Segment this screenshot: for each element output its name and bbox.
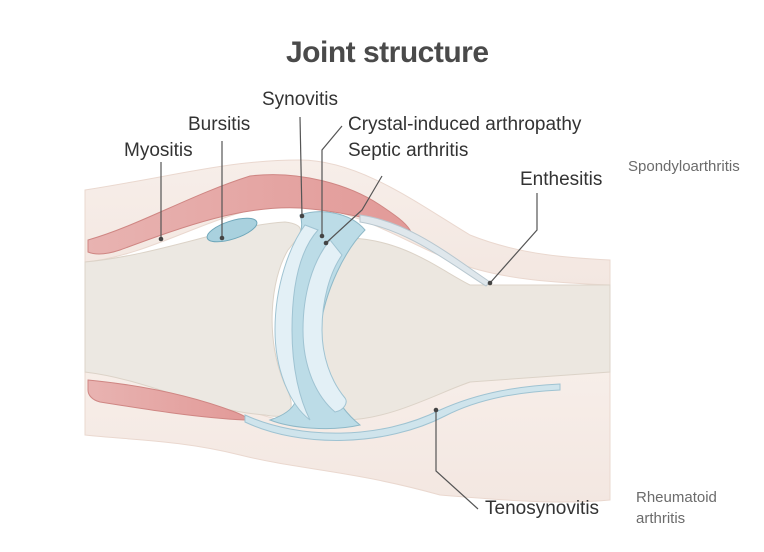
septic-marker bbox=[323, 240, 329, 246]
crystal-leader bbox=[321, 125, 343, 236]
label-enthesitis: Enthesitis bbox=[520, 169, 603, 190]
tenosynovitis-leader bbox=[435, 410, 479, 510]
label-tenosynovitis: Tenosynovitis bbox=[485, 498, 600, 519]
diagram-title: Joint structure bbox=[286, 36, 489, 69]
myositis-marker bbox=[158, 236, 164, 242]
tenosynovitis-marker bbox=[433, 407, 439, 413]
label-synovitis: Synovitis bbox=[262, 89, 339, 110]
label-septic-arthritis: Septic arthritis bbox=[348, 140, 469, 161]
articular-cartilage-distal bbox=[302, 239, 347, 413]
enthesitis-marker bbox=[487, 280, 493, 286]
bursa bbox=[206, 217, 258, 243]
septic-leader bbox=[325, 175, 383, 244]
enthesitis-leader bbox=[489, 193, 538, 284]
tendon-sheath bbox=[244, 383, 561, 441]
side-label-rheumatoid-line2: arthritis bbox=[636, 510, 686, 527]
crystal-marker bbox=[319, 233, 325, 239]
synovitis-marker bbox=[299, 213, 305, 219]
label-crystal-induced-arthropathy: Crystal-induced arthropathy bbox=[348, 114, 582, 135]
leader-lines bbox=[160, 116, 538, 510]
marker-points bbox=[158, 213, 493, 413]
label-myositis: Myositis bbox=[124, 140, 193, 161]
articular-cartilage bbox=[274, 224, 319, 421]
label-bursitis: Bursitis bbox=[188, 114, 251, 135]
bursitis-marker bbox=[219, 235, 225, 241]
upper-muscle bbox=[87, 174, 412, 255]
synovitis-leader bbox=[299, 116, 303, 217]
enthesis-ligament bbox=[359, 214, 491, 287]
side-label-rheumatoid-line1: Rheumatoid bbox=[636, 489, 717, 506]
side-label-spondyloarthritis: Spondyloarthritis bbox=[628, 158, 740, 175]
